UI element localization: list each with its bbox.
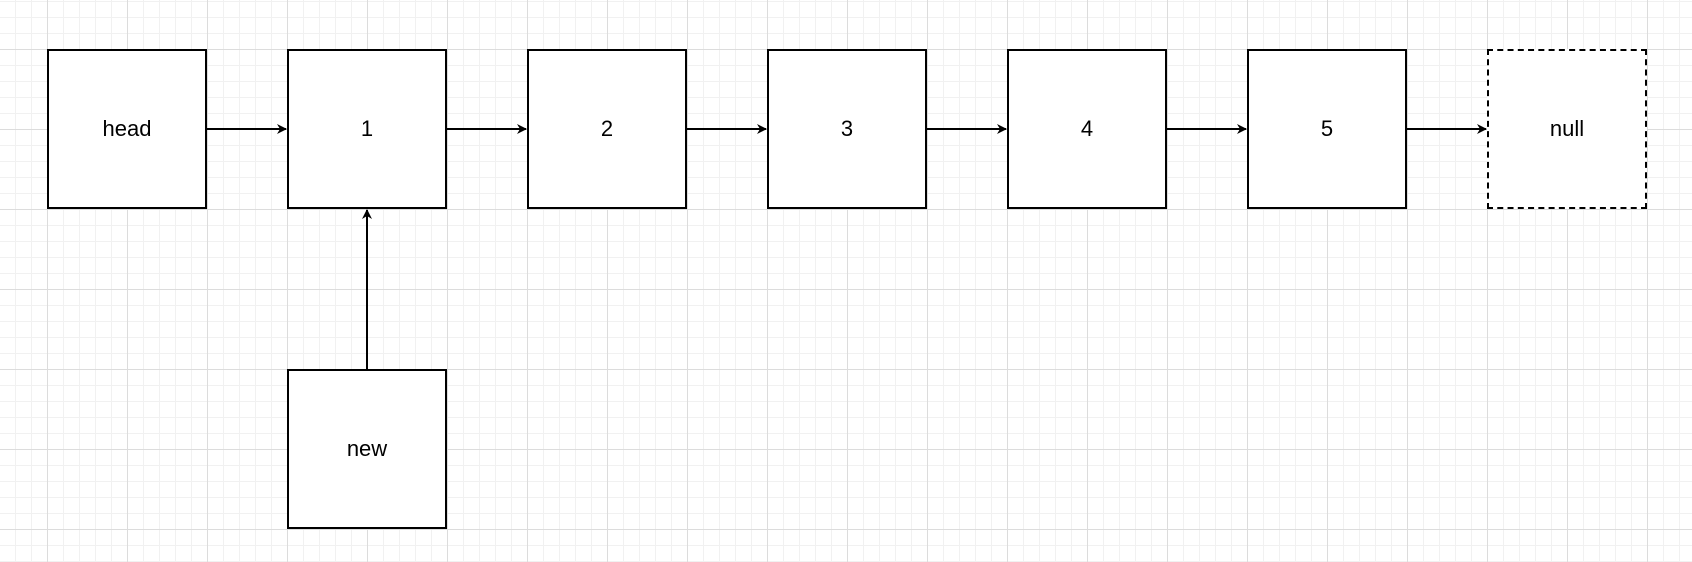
head-node-label: head [102,116,152,141]
list-node-1-label: 1 [360,116,374,141]
new-node-label: new [346,436,388,461]
list-node-2[interactable]: 2 [527,49,687,209]
list-node-2-label: 2 [600,116,614,141]
null-node-label: null [1549,116,1585,141]
head-node[interactable]: head [47,49,207,209]
list-node-5-label: 5 [1320,116,1334,141]
list-node-3[interactable]: 3 [767,49,927,209]
list-node-3-label: 3 [840,116,854,141]
new-node[interactable]: new [287,369,447,529]
list-node-4[interactable]: 4 [1007,49,1167,209]
list-node-5[interactable]: 5 [1247,49,1407,209]
null-node[interactable]: null [1487,49,1647,209]
list-node-4-label: 4 [1080,116,1094,141]
list-node-1[interactable]: 1 [287,49,447,209]
